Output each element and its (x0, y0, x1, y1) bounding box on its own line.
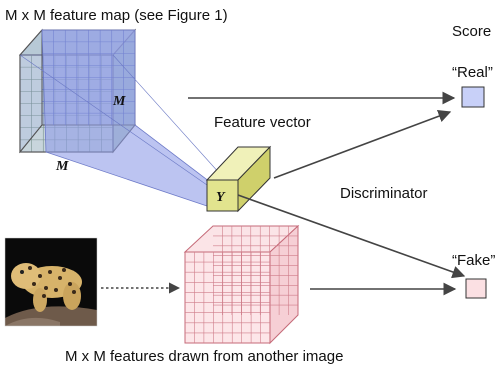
fake-label: “Fake” (452, 252, 495, 269)
cone-edge-line (19, 54, 208, 186)
feature-vector-box (205, 145, 272, 213)
leopard-spot (68, 282, 72, 286)
m-width-label: M (55, 159, 69, 174)
cone-edge-line (112, 54, 231, 186)
projection-cone (41, 29, 215, 207)
leopard-spot (32, 282, 36, 286)
leopard-photo-icon (5, 238, 97, 326)
leopard-spot (44, 286, 48, 290)
leopard-spot (28, 266, 32, 270)
diagram-title: M x M feature map (see Figure 1) (5, 7, 228, 24)
leopard-spot (72, 290, 76, 294)
discriminator-label: Discriminator (340, 185, 428, 202)
leopard-spot (54, 288, 58, 292)
leopard-spot (42, 294, 46, 298)
arrow-vector-to-fake (237, 194, 466, 279)
other-image-feature-cube (183, 224, 300, 345)
m-depth-label: M (112, 94, 126, 109)
real-label: “Real” (452, 64, 493, 81)
fake-score-box (465, 278, 487, 299)
feature-vector-label: Feature vector (214, 114, 311, 131)
y-label: Y (216, 190, 226, 205)
bottom-caption: M x M features drawn from another image (65, 348, 343, 365)
leopard-spot (38, 274, 42, 278)
real-score-box (461, 86, 485, 108)
score-label: Score (452, 23, 491, 40)
arrow-vector-to-real (273, 110, 452, 179)
leopard-spot (58, 276, 62, 280)
leopard-spot (62, 268, 66, 272)
leopard-spot (48, 270, 52, 274)
